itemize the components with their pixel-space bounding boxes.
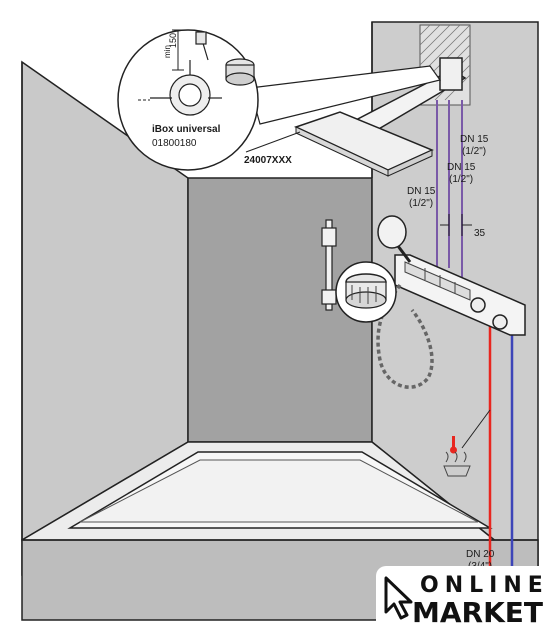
cursor-icon [384,576,413,620]
cartridge-detail [335,261,397,323]
pipe-low-size: DN 15 [407,186,436,197]
spacing-label: 35 [474,228,486,239]
logo-market-text: MARKET [412,596,544,629]
online-market-logo: ONLINE MARKET [376,566,559,640]
bathtub [21,441,541,621]
dim-min-label: min [163,45,172,58]
ibox-code-label: 01800180 [152,138,197,149]
main-size-label: DN 20 [466,549,495,560]
pipe-low-inch: (1/2") [409,198,433,209]
pipe-mid-size: DN 15 [447,162,476,173]
pipe-top-size: DN 15 [460,134,489,145]
spacing-marks [440,214,472,236]
hot-water-icon [443,436,471,477]
overhead-shower [293,57,467,177]
ibox-cap [225,58,255,86]
ibox-name-label: iBox universal [152,124,221,135]
thermostat-bar [394,254,526,336]
supply-pipes [436,100,463,278]
slide-rail [321,219,337,311]
dim-150-label: 150 [168,33,178,48]
pipe-top-inch: (1/2") [462,146,486,157]
shower-code-label: 24007XXX [244,155,292,166]
hand-shower [377,215,412,263]
pipe-mid-inch: (1/2") [449,174,473,185]
logo-online-text: ONLINE [420,573,549,598]
ibox-callout [117,29,442,171]
